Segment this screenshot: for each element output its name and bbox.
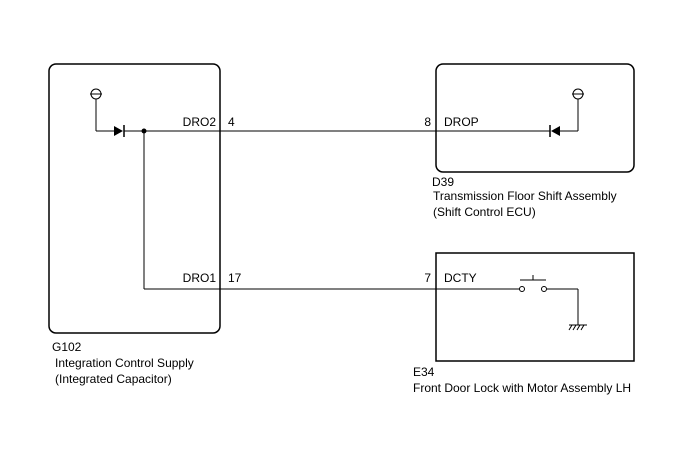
d39-diode-icon [549, 125, 578, 137]
d39-box [435, 63, 635, 173]
e34-ground-icon [568, 289, 587, 331]
d39-name-line1: Transmission Floor Shift Assembly [433, 189, 617, 203]
e34-name-line1: Front Door Lock with Motor Assembly LH [413, 381, 631, 395]
terminal-dro2: DRO2 [183, 115, 217, 129]
pin-7: 7 [424, 271, 431, 285]
d39-power-icon [572, 88, 584, 131]
g102-power-icon [90, 88, 114, 132]
d39-code: D39 [432, 175, 454, 189]
pin-4: 4 [228, 115, 235, 129]
terminal-dro1: DRO1 [183, 271, 217, 285]
e34-code: E34 [413, 365, 435, 379]
e34-switch-icon [519, 275, 578, 292]
g102-name-line1: Integration Control Supply [55, 356, 194, 370]
d39-name-line2: (Shift Control ECU) [433, 205, 536, 219]
pin-17: 17 [228, 271, 242, 285]
g102-code: G102 [52, 340, 82, 354]
g102-name-line2: (Integrated Capacitor) [55, 372, 172, 386]
terminal-drop: DROP [444, 115, 479, 129]
e34-box [435, 252, 635, 362]
terminal-dcty: DCTY [444, 271, 477, 285]
pin-8: 8 [424, 115, 431, 129]
g102-box [48, 63, 221, 334]
g102-diode-icon [114, 125, 125, 137]
